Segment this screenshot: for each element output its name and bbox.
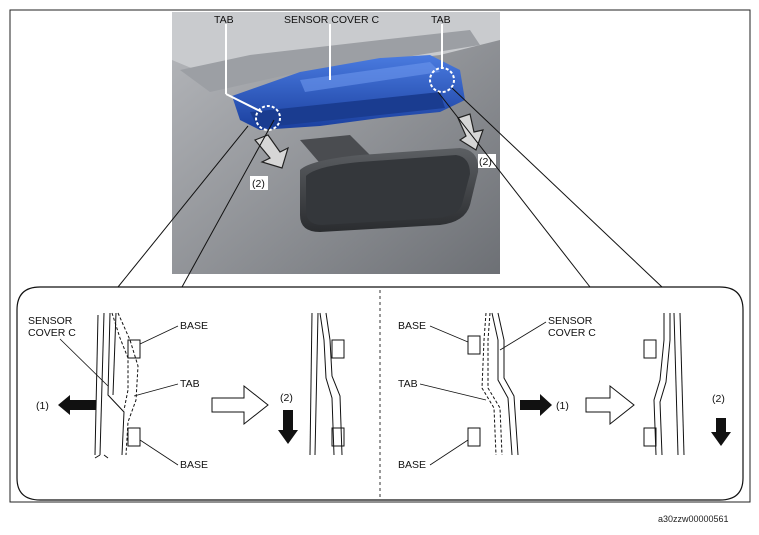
label-base-left-top: BASE bbox=[180, 320, 208, 332]
label-step2-photo-left: (2) bbox=[252, 178, 265, 190]
section-right-before bbox=[467, 312, 519, 456]
label-tab-right-detail: TAB bbox=[398, 378, 418, 390]
arrow-step2-left bbox=[278, 410, 298, 444]
arrow-hollow-left bbox=[211, 384, 269, 426]
label-step1-left: (1) bbox=[36, 400, 49, 412]
arrow-step2-right bbox=[711, 418, 731, 446]
section-left-after bbox=[309, 312, 345, 456]
label-tab-right: TAB bbox=[431, 14, 451, 26]
arrow-step1-right bbox=[520, 394, 552, 416]
label-base-right-top: BASE bbox=[398, 320, 426, 332]
label-step2-photo-right: (2) bbox=[479, 156, 492, 168]
label-step2-right: (2) bbox=[712, 393, 725, 405]
label-tab-left: TAB bbox=[214, 14, 234, 26]
arrow-step1-left bbox=[58, 395, 96, 415]
label-coverc-left: COVER C bbox=[28, 327, 76, 339]
label-sensor-right: SENSOR bbox=[548, 315, 593, 327]
label-step2-left: (2) bbox=[280, 392, 293, 404]
label-sensor-cover-c: SENSOR COVER C bbox=[284, 14, 380, 26]
figure-border bbox=[9, 9, 751, 503]
label-base-left-bottom: BASE bbox=[180, 459, 208, 471]
section-left-before bbox=[94, 312, 141, 459]
label-tab-left-detail: TAB bbox=[180, 378, 200, 390]
section-right-after bbox=[643, 312, 685, 456]
arrow-hollow-right bbox=[585, 384, 635, 426]
label-sensor-left: SENSOR bbox=[28, 315, 73, 327]
figure-code: a30zzw00000561 bbox=[658, 514, 729, 524]
label-coverc-right: COVER C bbox=[548, 327, 596, 339]
label-base-right-bottom: BASE bbox=[398, 459, 426, 471]
label-step1-right: (1) bbox=[556, 400, 569, 412]
photo-sensor-cover bbox=[172, 12, 500, 274]
